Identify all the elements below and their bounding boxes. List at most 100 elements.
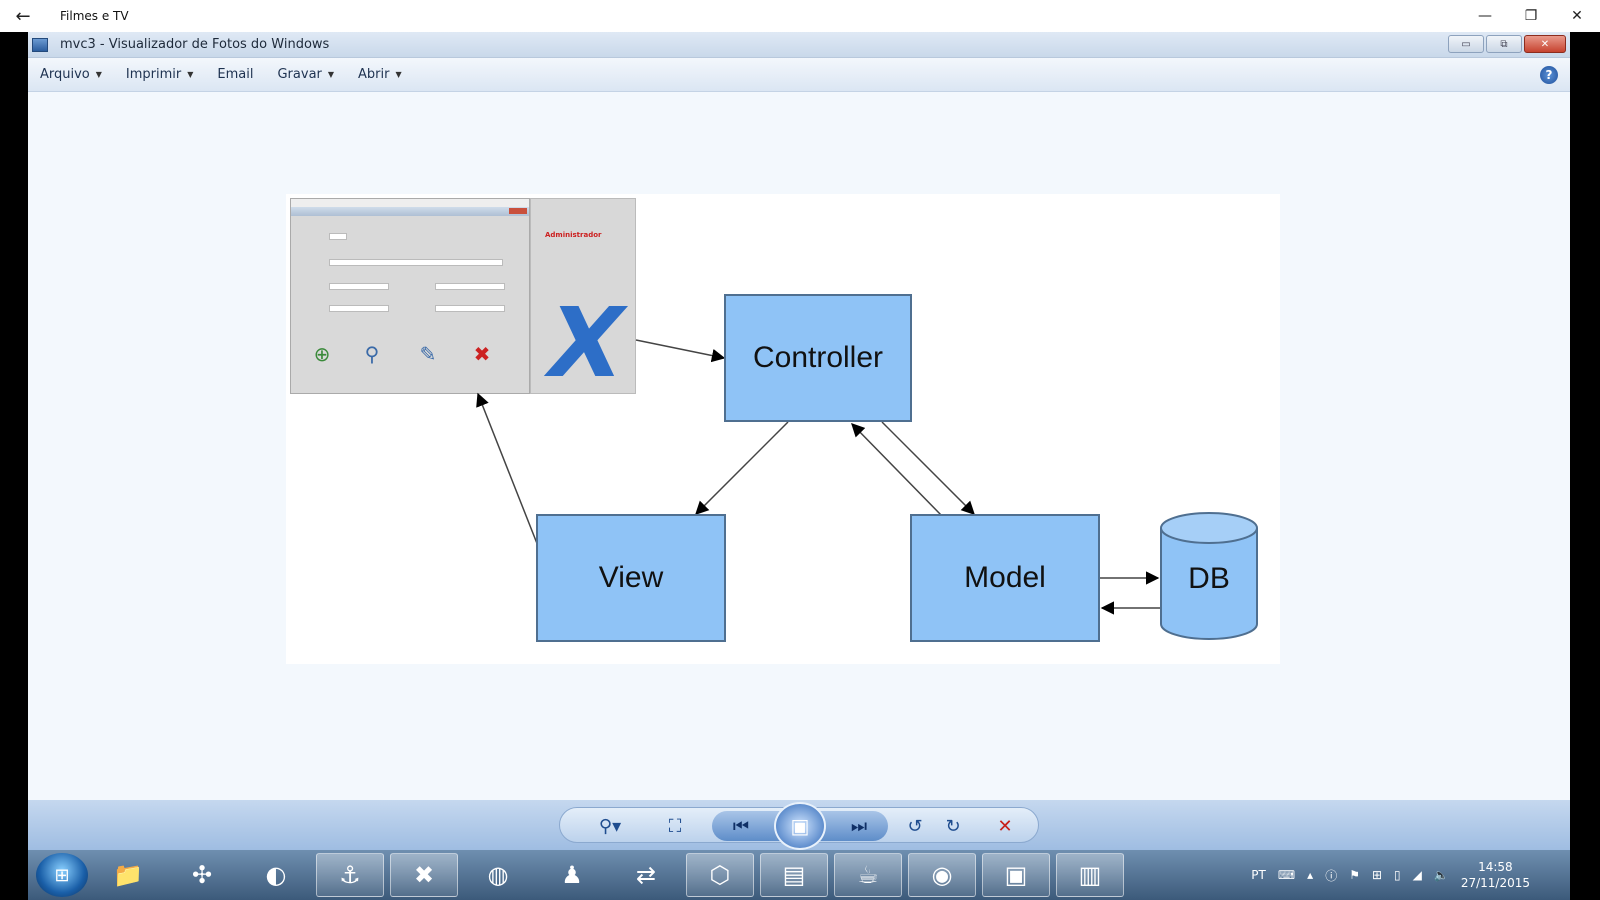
mysql-workbench-icon[interactable]: ⚓	[316, 853, 384, 897]
xampp-icon[interactable]: ✖	[390, 853, 458, 897]
menu-abrir-label: Abrir	[358, 67, 390, 82]
menu-arquivo[interactable]: Arquivo ▼	[40, 67, 102, 82]
mvc-diagram-image: ⊕ ⚲ ✎ ✖ Administrador X	[286, 194, 1280, 664]
menu-gravar-label: Gravar	[277, 67, 322, 82]
mini-form-menubar	[291, 199, 529, 207]
controller-label: Controller	[752, 341, 884, 374]
photo-viewer-window-buttons: ▭ ⧉ ✕	[1448, 35, 1566, 53]
mini-form-field	[329, 233, 347, 240]
arrow-controller-to-model	[881, 421, 975, 515]
clock-date: 27/11/2015	[1460, 876, 1530, 890]
network-signal-icon[interactable]: ◢	[1412, 868, 1422, 882]
explorer-icon[interactable]: 📁	[113, 861, 143, 889]
controller-box: Controller	[724, 294, 912, 422]
toolbar-pill: ⚲▾ ⛶ ⏮ ▣ ⏭ ↺ ↻ ✕	[559, 802, 1039, 850]
menu-email[interactable]: Email	[217, 67, 253, 82]
view-label: View	[598, 561, 664, 594]
delete-document-icon: ✖	[473, 342, 491, 366]
show-hidden-icons-icon[interactable]: ▴	[1307, 868, 1314, 882]
menu-abrir[interactable]: Abrir ▼	[358, 67, 402, 82]
ccleaner-icon[interactable]: ◐	[265, 861, 287, 889]
start-button[interactable]: ⊞	[36, 853, 88, 897]
zoom-icon[interactable]: ⚲▾	[598, 815, 622, 837]
slideshow-icon[interactable]: ▣	[774, 802, 826, 850]
volume-icon[interactable]: 🔈	[1433, 868, 1449, 882]
db-cylinder-shape	[1160, 512, 1258, 640]
pinwheel-icon[interactable]: ✣	[191, 861, 213, 889]
rotate-right-icon[interactable]: ↻	[945, 815, 961, 837]
mini-form-titlebar	[291, 207, 529, 216]
flag-icon[interactable]: ⚑	[1349, 868, 1360, 882]
footprint-icon[interactable]: ♟	[561, 861, 583, 889]
edit-document-icon: ✎	[419, 342, 437, 366]
photo-viewer-window: mvc3 - Visualizador de Fotos do Windows …	[28, 32, 1570, 850]
chrome-icon[interactable]: ◉	[908, 853, 976, 897]
clock-time: 14:58	[1478, 860, 1513, 874]
restore-button[interactable]: ❐	[1524, 8, 1538, 24]
back-arrow-icon[interactable]: ←	[15, 5, 31, 27]
admin-label: Administrador	[545, 231, 602, 239]
language-indicator[interactable]: PT	[1251, 868, 1266, 882]
menu-email-label: Email	[217, 67, 254, 82]
menu-gravar[interactable]: Gravar ▼	[277, 67, 334, 82]
chevron-down-icon: ▼	[187, 70, 194, 79]
add-document-icon: ⊕	[313, 342, 331, 366]
network-globe-icon[interactable]: ◍	[487, 861, 509, 889]
clock[interactable]: 14:58 27/11/2015	[1461, 859, 1530, 891]
photo-viewer-icon[interactable]: ▥	[1056, 853, 1124, 897]
help-icon[interactable]: ?	[1540, 66, 1558, 84]
minimize-button[interactable]: —	[1478, 8, 1492, 24]
chevron-down-icon: ▼	[327, 70, 335, 79]
view-box: View	[536, 514, 726, 642]
mini-form-close-icon	[509, 208, 527, 214]
model-box: Model	[910, 514, 1100, 642]
notes-icon[interactable]: ▤	[760, 853, 828, 897]
menu-imprimir-label: Imprimir	[125, 67, 182, 82]
previous-icon[interactable]: ⏮	[732, 815, 750, 837]
connection-icon[interactable]: ⇄	[635, 861, 657, 889]
actual-size-icon[interactable]: ⛶	[668, 815, 682, 837]
image-canvas: ⊕ ⚲ ✎ ✖ Administrador X	[28, 92, 1570, 800]
rotate-left-icon[interactable]: ↺	[907, 815, 923, 837]
mini-form-field	[435, 305, 505, 312]
virtualbox-icon[interactable]: ⬡	[686, 853, 754, 897]
db-cylinder: DB	[1160, 512, 1258, 640]
menu-arquivo-label: Arquivo	[40, 67, 90, 82]
menu-imprimir[interactable]: Imprimir ▼	[126, 67, 193, 82]
java-icon[interactable]: ☕	[834, 853, 902, 897]
photo-viewer-title: mvc3 - Visualizador de Fotos do Windows	[60, 37, 330, 52]
pv-close-button[interactable]: ✕	[1524, 35, 1566, 53]
mini-form-screenshot: ⊕ ⚲ ✎ ✖	[290, 198, 530, 394]
arrow-view-to-form	[476, 392, 539, 547]
windows-icon[interactable]: ⊞	[1371, 868, 1383, 882]
device-icon[interactable]: ▯	[1394, 868, 1401, 882]
chevron-down-icon: ▼	[395, 70, 402, 79]
window-controls: — ❐ ✕	[1462, 0, 1600, 32]
keyboard-icon[interactable]: ⌨	[1277, 868, 1296, 882]
camera-icon[interactable]: ▣	[982, 853, 1050, 897]
admin-pane: Administrador X	[530, 198, 636, 399]
diagram-arrows	[476, 339, 1160, 615]
mini-form-field	[329, 305, 389, 312]
arrow-model-to-controller	[851, 423, 943, 517]
photo-viewer-menubar: Arquivo▼ Imprimir▼ Email Gravar▼ Abrir▼ …	[28, 58, 1570, 92]
info-icon[interactable]: ⓘ	[1325, 868, 1338, 883]
close-button[interactable]: ✕	[1571, 8, 1583, 24]
db-label: DB	[1188, 562, 1230, 595]
next-icon[interactable]: ⏭	[850, 815, 868, 837]
app-title: Filmes e TV	[60, 9, 129, 23]
search-document-icon: ⚲	[364, 342, 380, 366]
photo-viewer-toolbar: ⚲▾ ⛶ ⏮ ▣ ⏭ ↺ ↻ ✕	[28, 800, 1570, 850]
mini-form-field	[329, 259, 503, 266]
system-tray: PT ⌨ ▴ ⓘ ⚑ ⊞ ▯ ◢ 🔈 14:58 27/11/2015	[1251, 850, 1530, 900]
pv-minimize-button[interactable]: ▭	[1448, 35, 1484, 53]
arrow-controller-to-view	[695, 421, 789, 515]
arrow-view-to-controller	[635, 339, 726, 363]
delete-icon[interactable]: ✕	[997, 815, 1013, 837]
taskbar: ⊞ 📁 ✣ ◐ ⚓ ✖ ◍ ♟ ⇄ ⬡ ▤ ☕ ◉ ▣ ▥ PT ⌨ ▴ ⓘ ⚑…	[28, 850, 1570, 900]
chevron-down-icon: ▼	[95, 70, 102, 79]
photo-viewer-titlebar: mvc3 - Visualizador de Fotos do Windows …	[28, 32, 1570, 58]
pv-maximize-button[interactable]: ⧉	[1486, 35, 1522, 53]
model-label: Model	[964, 561, 1046, 594]
photo-viewer-app-icon	[32, 37, 48, 52]
